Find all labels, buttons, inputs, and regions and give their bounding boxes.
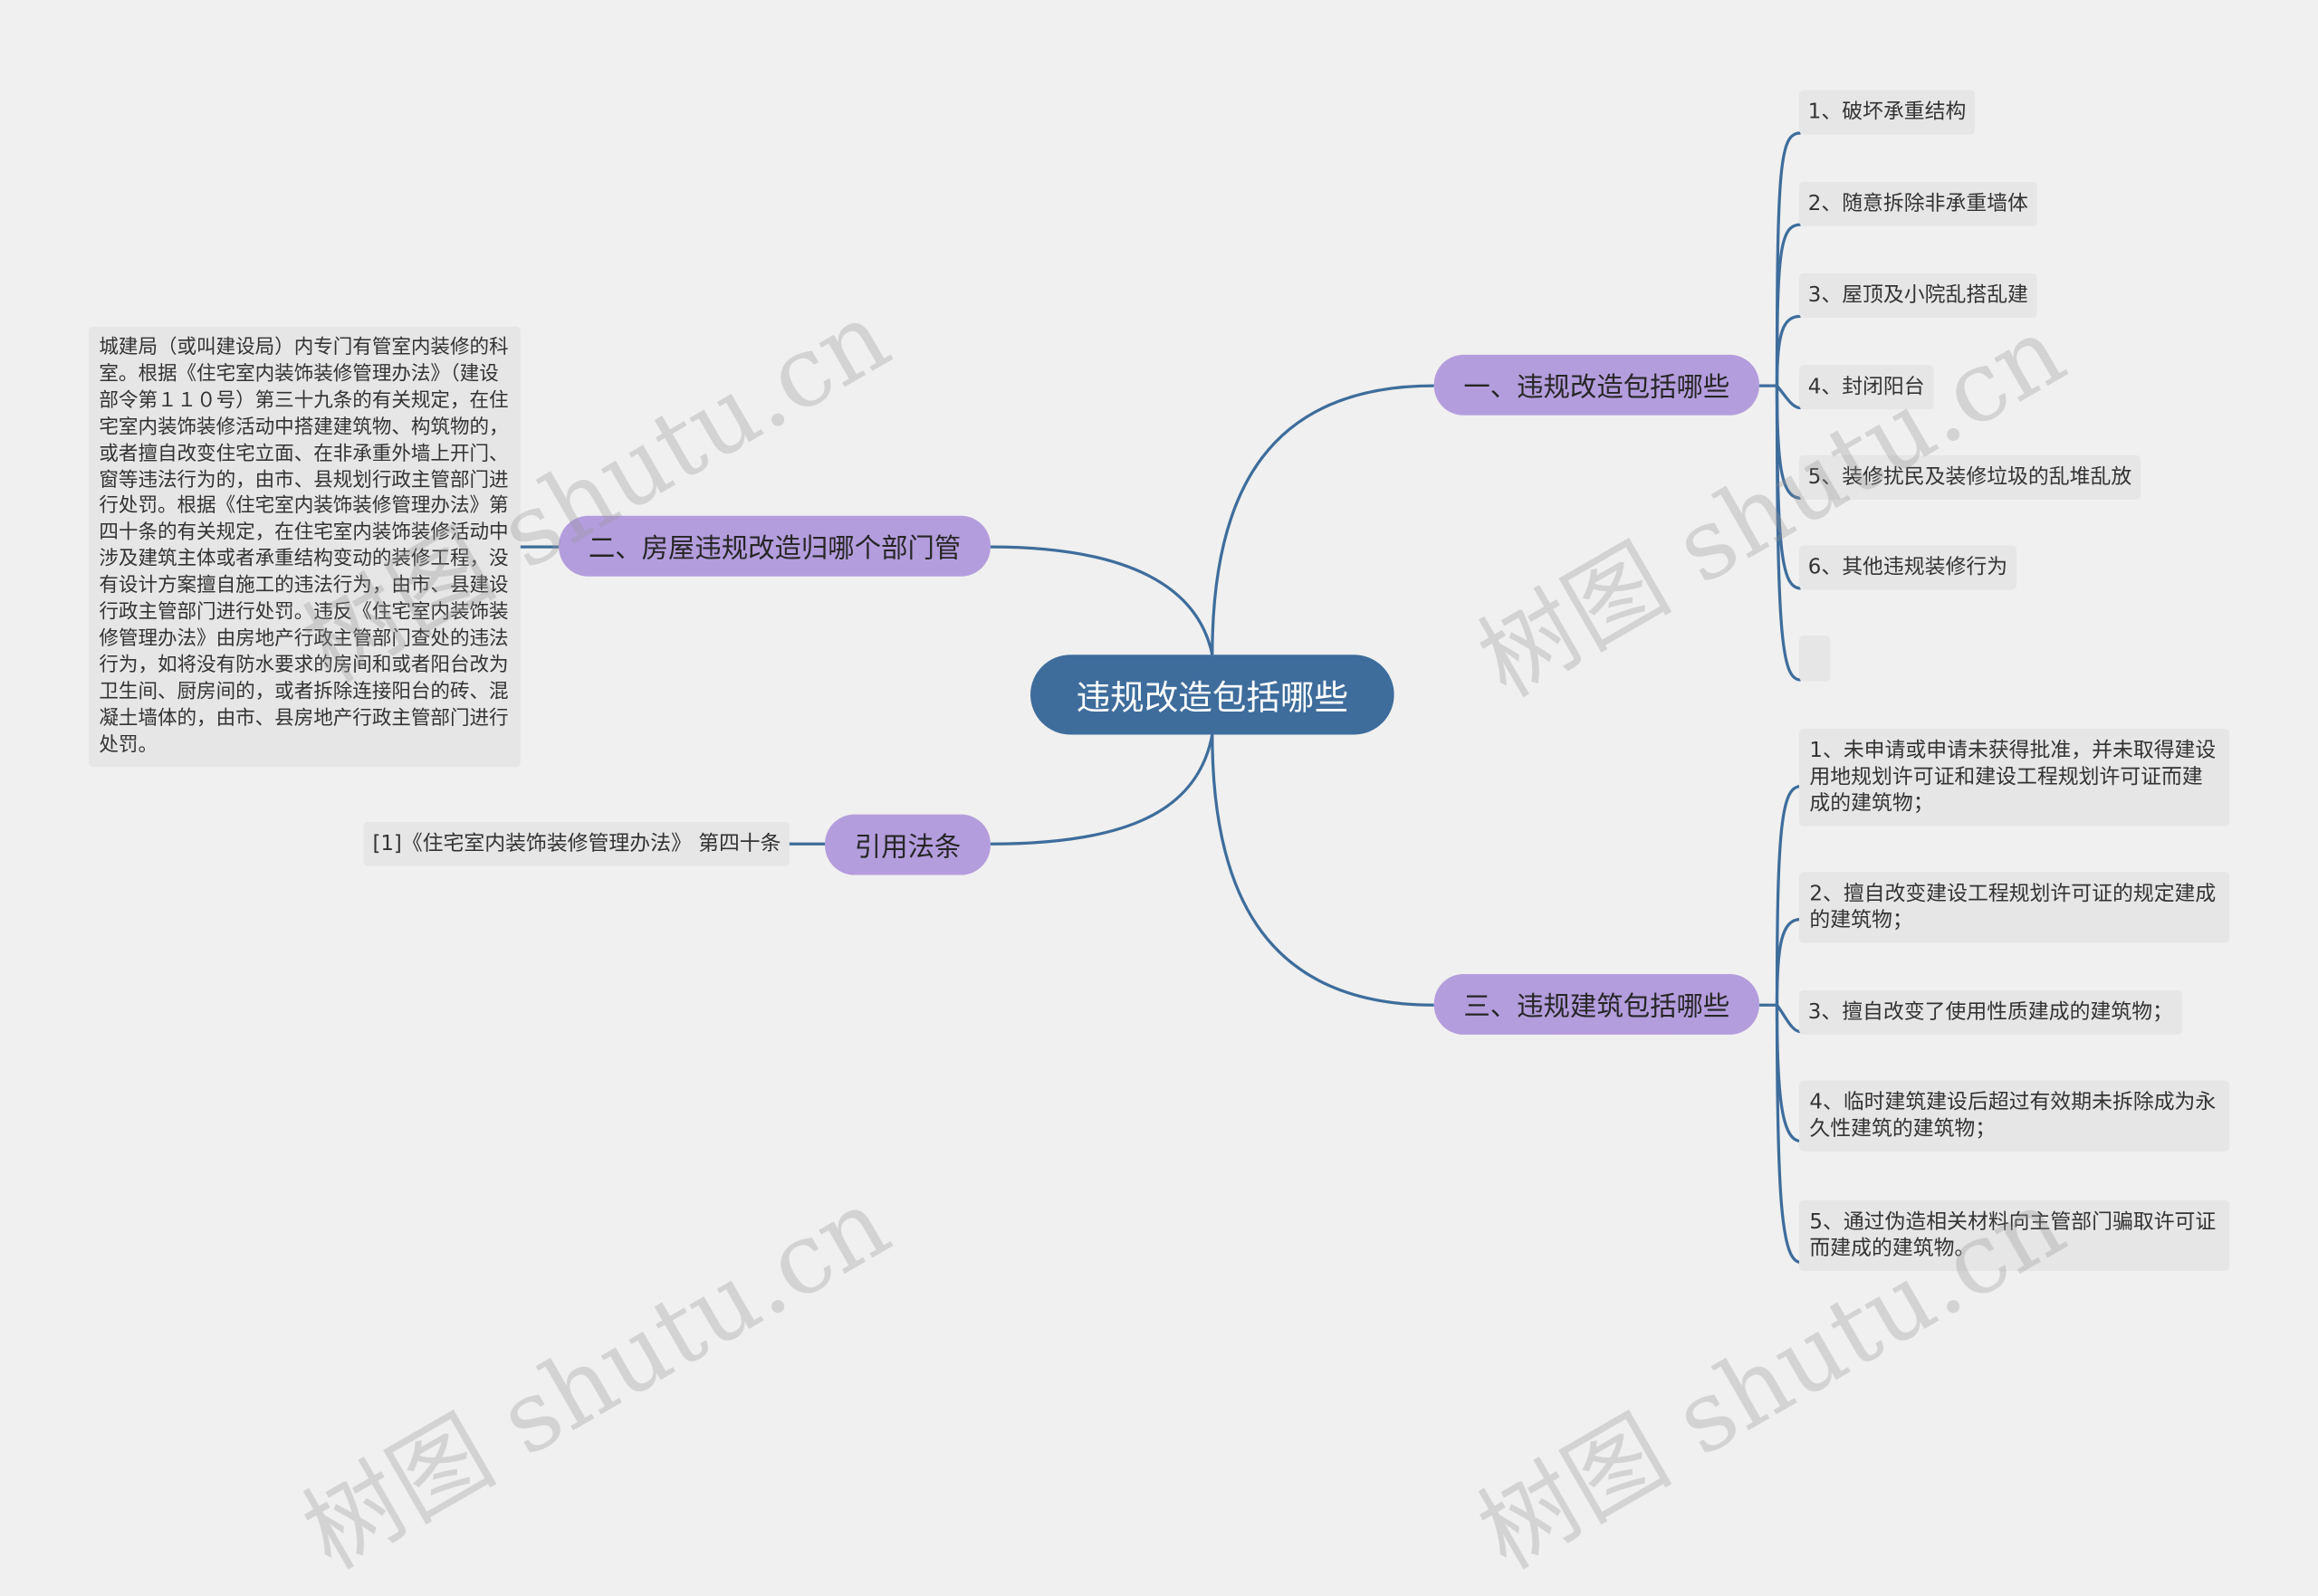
branch-cited-law[interactable]: 引用法条 (825, 814, 991, 875)
leaf-b1-item-1[interactable]: 1、破坏承重结构 (1798, 90, 1976, 135)
leaf-b1-item-5[interactable]: 5、装修扰民及装修垃圾的乱堆乱放 (1798, 454, 2141, 500)
link-b3-leaf-5 (1775, 1005, 1801, 1264)
leaf-b1-item-4[interactable]: 4、封闭阳台 (1798, 365, 1934, 410)
leaf-b3-item-1[interactable]: 1、未申请或申请未获得批准，并未取得建设用地规划许可证和建设工程规划许可证而建成… (1798, 728, 2230, 827)
leaf-b1-item-3[interactable]: 3、屋顶及小院乱搭乱建 (1798, 273, 2037, 319)
leaf-b3-item-5[interactable]: 5、通过伪造相关材料向主管部门骗取许可证而建成的建筑物。 (1798, 1199, 2230, 1272)
link-b3-leaf-3 (1776, 1004, 1801, 1034)
leaf-b4-citation[interactable]: [1]《住宅室内装饰装修管理办法》 第四十条 (363, 821, 790, 866)
leaf-b1-item-2[interactable]: 2、随意拆除非承重墙体 (1798, 181, 2037, 226)
link-root-b4 (990, 734, 1214, 846)
branch-illegal-buildings[interactable]: 三、违规建筑包括哪些 (1433, 973, 1759, 1035)
link-root-b3 (1211, 734, 1434, 1007)
link-b1-leaf-7 (1775, 386, 1801, 682)
link-root-b1 (1211, 384, 1434, 655)
leaf-b1-item-6[interactable]: 6、其他违规装修行为 (1798, 545, 2016, 590)
link-root-b2 (990, 545, 1214, 655)
link-b3-leaf-1 (1775, 784, 1801, 1006)
leaf-b2-explanation[interactable]: 城建局（或叫建设局）内专门有管室内装修的科室。根据《住宅室内装饰装修管理办法》（… (88, 326, 521, 768)
leaf-b3-item-3[interactable]: 3、擅自改变了使用性质建成的建筑物； (1798, 989, 2182, 1035)
connector-lines (520, 131, 1801, 1264)
branch-responsible-department[interactable]: 二、房屋违规改造归哪个部门管 (559, 515, 991, 577)
link-b1-leaf-3 (1775, 314, 1801, 387)
leaf-b3-item-2[interactable]: 2、擅自改变建设工程规划许可证的规定建成的建筑物； (1798, 872, 2230, 943)
link-b3-leaf-4 (1775, 1005, 1801, 1143)
leaf-b1-item-empty[interactable] (1798, 636, 1831, 682)
root-topic[interactable]: 违规改造包括哪些 (1030, 655, 1394, 735)
mindmap-stage: 违规改造包括哪些 一、违规改造包括哪些 1、破坏承重结构 2、随意拆除非承重墙体… (88, 90, 2230, 1591)
leaf-b3-item-4[interactable]: 4、临时建筑建设后超过有效期未拆除成为永久性建筑的建筑物； (1798, 1080, 2230, 1152)
branch-violation-modification[interactable]: 一、违规改造包括哪些 (1433, 354, 1759, 416)
link-b1-leaf-4 (1776, 385, 1801, 410)
mindmap-canvas: 违规改造包括哪些 一、违规改造包括哪些 1、破坏承重结构 2、随意拆除非承重墙体… (88, 90, 2230, 1591)
link-b3-leaf-2 (1775, 917, 1801, 1006)
link-b1-leaf-6 (1775, 386, 1801, 590)
link-b1-leaf-2 (1775, 223, 1801, 387)
